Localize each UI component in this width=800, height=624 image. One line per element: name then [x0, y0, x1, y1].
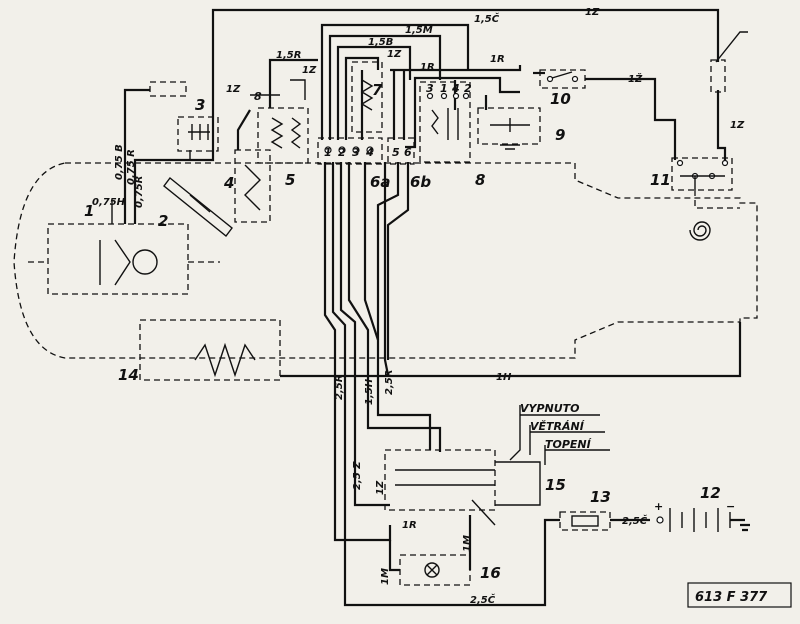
label-5: 5 [285, 171, 295, 189]
label-075h: 0,75H [92, 197, 126, 208]
component-10-switch [539, 69, 677, 160]
label-15r: 1,5R [276, 50, 301, 61]
label-1h: 1H [496, 372, 512, 383]
terminal-6: 6 [404, 146, 412, 159]
reference-box [687, 582, 792, 608]
component-15-switch [384, 405, 610, 526]
label-25z: 2,5 Z [352, 461, 363, 490]
label-1m-a: 1M [380, 568, 391, 585]
label-4: 4 [223, 174, 234, 192]
label-8: 8 [475, 171, 485, 189]
terminal-r4: 4 [451, 82, 460, 95]
terminal-r3: 3 [426, 82, 434, 95]
terminal-1: 1 [324, 146, 332, 159]
terminal-r2: 2 [464, 82, 472, 95]
component-5-heater-relay [250, 58, 318, 164]
switch-position-vypnuto: VYPNUTO [520, 402, 580, 415]
label-1r: 1R [490, 54, 505, 65]
terminal-5: 5 [392, 146, 400, 159]
label-1r-low: 1R [402, 520, 417, 531]
label-15m: 1,5M [405, 25, 433, 36]
terminal-block-6b [387, 137, 415, 165]
component-9 [477, 107, 541, 150]
battery-plus: + [654, 500, 663, 513]
label-14: 14 [118, 366, 139, 384]
terminal-8: 8 [254, 90, 262, 103]
label-10: 10 [550, 90, 571, 108]
label-1r-b: 1R [420, 62, 435, 73]
label-075r2: 0,75R [134, 176, 145, 208]
label-075b: 0,75 B [114, 144, 125, 180]
label-1z-right: 1Z [730, 120, 745, 131]
component-13-fuse [559, 511, 650, 531]
label-1z-low: 1Z [375, 480, 386, 495]
label-7: 7 [372, 81, 383, 99]
component-14-actuator [139, 319, 742, 381]
vehicle-outline [13, 162, 758, 359]
component-12-battery [656, 508, 750, 532]
component-11 [671, 157, 740, 241]
label-2: 2 [158, 212, 168, 230]
label-15c: 1,5Č [474, 11, 500, 25]
label-6a: 6a [370, 173, 391, 191]
label-15: 15 [545, 476, 566, 494]
label-1z-5: 1Z [226, 84, 241, 95]
wire-bundles [320, 23, 545, 542]
terminal-3: 3 [352, 146, 360, 159]
label-1m-b: 1M [462, 535, 473, 552]
terminal-2: 2 [338, 146, 346, 159]
terminal-r1: 1 [440, 82, 448, 95]
component-8 [419, 81, 471, 163]
label-15h: 1,5H [364, 378, 375, 405]
label-16: 16 [480, 564, 501, 582]
label-1z-b: 1Z [387, 49, 402, 60]
reference-text: 613 F 377 [695, 590, 768, 605]
component-fuse-right [710, 59, 726, 93]
label-6b: 6b [410, 173, 431, 191]
label-25r-b: 2,5R [384, 370, 395, 395]
component-2-actuator [163, 176, 233, 238]
battery-minus: − [726, 500, 735, 513]
component-7-relay [351, 61, 383, 133]
terminal-4: 4 [365, 146, 374, 159]
terminal-block-6a [317, 137, 383, 165]
label-3: 3 [195, 96, 205, 114]
label-15b: 1,5B [368, 37, 393, 48]
label-top-1z: 1Z [585, 7, 600, 18]
label-25c-bottom: 2,5Č [470, 592, 496, 606]
label-25c-bat: 2,5Č [622, 513, 648, 527]
label-075r: 0,75 R [126, 149, 137, 185]
component-1-dynamo [28, 88, 220, 295]
wire-bottom-25c [343, 518, 560, 607]
label-1: 1 [84, 202, 94, 220]
component-16-lamp [388, 515, 472, 586]
component-4-actuator [234, 109, 271, 223]
label-12: 12 [700, 484, 721, 502]
component-fuse-left [149, 81, 187, 97]
switch-position-vetrani: VĚTRÁNÍ [530, 419, 585, 433]
label-9: 9 [555, 126, 565, 144]
label-1z-7: 1Z [302, 65, 317, 76]
wire-top-1z [211, 8, 748, 160]
switch-position-topeni: TOPENÍ [545, 438, 592, 451]
label-25r-a: 2,5R [334, 375, 345, 400]
label-1z-10: 1Ž [628, 71, 643, 85]
label-13: 13 [590, 488, 611, 506]
label-11: 11 [650, 171, 671, 189]
